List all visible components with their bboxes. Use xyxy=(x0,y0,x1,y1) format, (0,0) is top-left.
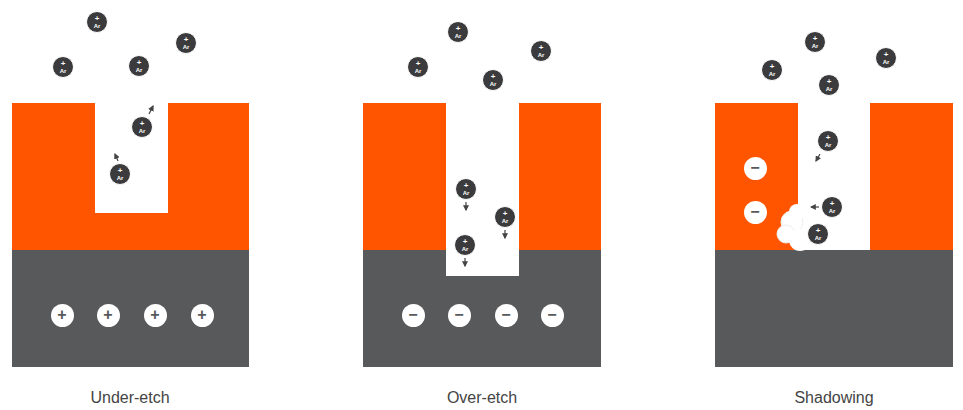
argon-ion: +Ar xyxy=(52,56,74,78)
argon-ion: +Ar xyxy=(131,116,153,138)
argon-ion: +Ar xyxy=(175,32,197,54)
motion-arrow xyxy=(504,230,505,238)
argon-ion: +Ar xyxy=(407,56,429,78)
charge-symbol: − xyxy=(744,201,767,224)
ion-label: + xyxy=(456,25,461,33)
argon-ion: +Ar xyxy=(455,178,477,200)
charge-symbol: − xyxy=(541,304,564,327)
argon-ion: +Ar xyxy=(875,47,897,69)
ion-label: + xyxy=(61,60,66,68)
charge-symbol: + xyxy=(97,304,120,327)
argon-ion: +Ar xyxy=(482,69,504,91)
ion-label: Ar xyxy=(883,59,890,66)
ion-label: Ar xyxy=(769,71,776,78)
panel-caption: Under-etch xyxy=(90,389,169,407)
ion-label: + xyxy=(416,60,421,68)
ion-label: − xyxy=(501,307,510,323)
ion-label: − xyxy=(750,160,759,176)
argon-ion: +Ar xyxy=(821,196,843,218)
ion-label: + xyxy=(816,227,821,235)
ion-label: Ar xyxy=(183,44,190,51)
charge-symbol: − xyxy=(744,157,767,180)
charge-symbol: + xyxy=(51,304,74,327)
ion-label: + xyxy=(491,73,496,81)
trench xyxy=(798,103,870,250)
ion-label: + xyxy=(884,51,889,59)
ion-label: + xyxy=(827,78,832,86)
ion-label: Ar xyxy=(815,235,822,242)
ion-label: + xyxy=(57,307,66,323)
ion-label: + xyxy=(197,307,206,323)
ion-label: Ar xyxy=(462,246,469,253)
charge-symbol: + xyxy=(144,304,167,327)
ion-label: Ar xyxy=(60,68,67,75)
ion-label: Ar xyxy=(812,43,819,50)
argon-ion: +Ar xyxy=(454,234,476,256)
ion-label: Ar xyxy=(829,208,836,215)
ion-label: Ar xyxy=(502,218,509,225)
ion-label: − xyxy=(547,307,556,323)
ion-label: Ar xyxy=(94,23,101,30)
trench xyxy=(446,103,519,276)
charge-symbol: − xyxy=(495,304,518,327)
ion-label: + xyxy=(539,44,544,52)
trench xyxy=(95,103,168,213)
argon-ion: +Ar xyxy=(817,130,839,152)
ion-label: Ar xyxy=(136,67,143,74)
argon-ion: +Ar xyxy=(86,11,108,33)
ion-label: Ar xyxy=(139,128,146,135)
ion-label: Ar xyxy=(463,190,470,197)
ion-label: + xyxy=(826,134,831,142)
ion-label: − xyxy=(750,204,759,220)
ion-label: + xyxy=(503,210,508,218)
ion-label: + xyxy=(118,167,123,175)
ion-label: + xyxy=(463,238,468,246)
charge-symbol: + xyxy=(191,304,214,327)
ion-label: Ar xyxy=(538,52,545,59)
argon-ion: +Ar xyxy=(804,31,826,53)
panel-caption: Over-etch xyxy=(447,389,517,407)
charge-symbol: − xyxy=(448,304,471,327)
argon-ion: +Ar xyxy=(494,206,516,228)
argon-ion: +Ar xyxy=(818,74,840,96)
ion-label: Ar xyxy=(825,142,832,149)
argon-ion: +Ar xyxy=(530,40,552,62)
ion-label: + xyxy=(95,15,100,23)
ion-label: + xyxy=(137,59,142,67)
charge-symbol: − xyxy=(402,304,425,327)
argon-ion: +Ar xyxy=(807,223,829,245)
motion-arrow xyxy=(115,154,118,161)
motion-arrow xyxy=(816,154,820,161)
motion-arrow xyxy=(811,206,819,207)
ion-label: + xyxy=(103,307,112,323)
argon-ion: +Ar xyxy=(128,55,150,77)
ion-label: Ar xyxy=(415,68,422,75)
motion-arrow xyxy=(149,106,153,114)
sidewall-damage xyxy=(789,204,805,220)
ion-label: + xyxy=(140,120,145,128)
ion-label: + xyxy=(184,36,189,44)
ion-label: Ar xyxy=(455,33,462,40)
motion-arrow xyxy=(465,202,466,210)
ion-label: + xyxy=(770,63,775,71)
argon-ion: +Ar xyxy=(447,21,469,43)
motion-arrow xyxy=(464,258,465,266)
ion-label: − xyxy=(408,307,417,323)
ion-label: + xyxy=(464,182,469,190)
substrate-layer xyxy=(715,250,953,367)
ion-label: − xyxy=(454,307,463,323)
ion-label: + xyxy=(830,200,835,208)
panel-caption: Shadowing xyxy=(794,389,873,407)
ion-label: + xyxy=(813,35,818,43)
ion-label: Ar xyxy=(490,81,497,88)
argon-ion: +Ar xyxy=(109,163,131,185)
argon-ion: +Ar xyxy=(761,59,783,81)
mask-layer xyxy=(12,103,249,250)
ion-label: Ar xyxy=(117,175,124,182)
substrate-layer xyxy=(12,250,249,367)
mask-layer xyxy=(715,103,953,250)
ion-label: + xyxy=(150,307,159,323)
ion-label: Ar xyxy=(826,86,833,93)
